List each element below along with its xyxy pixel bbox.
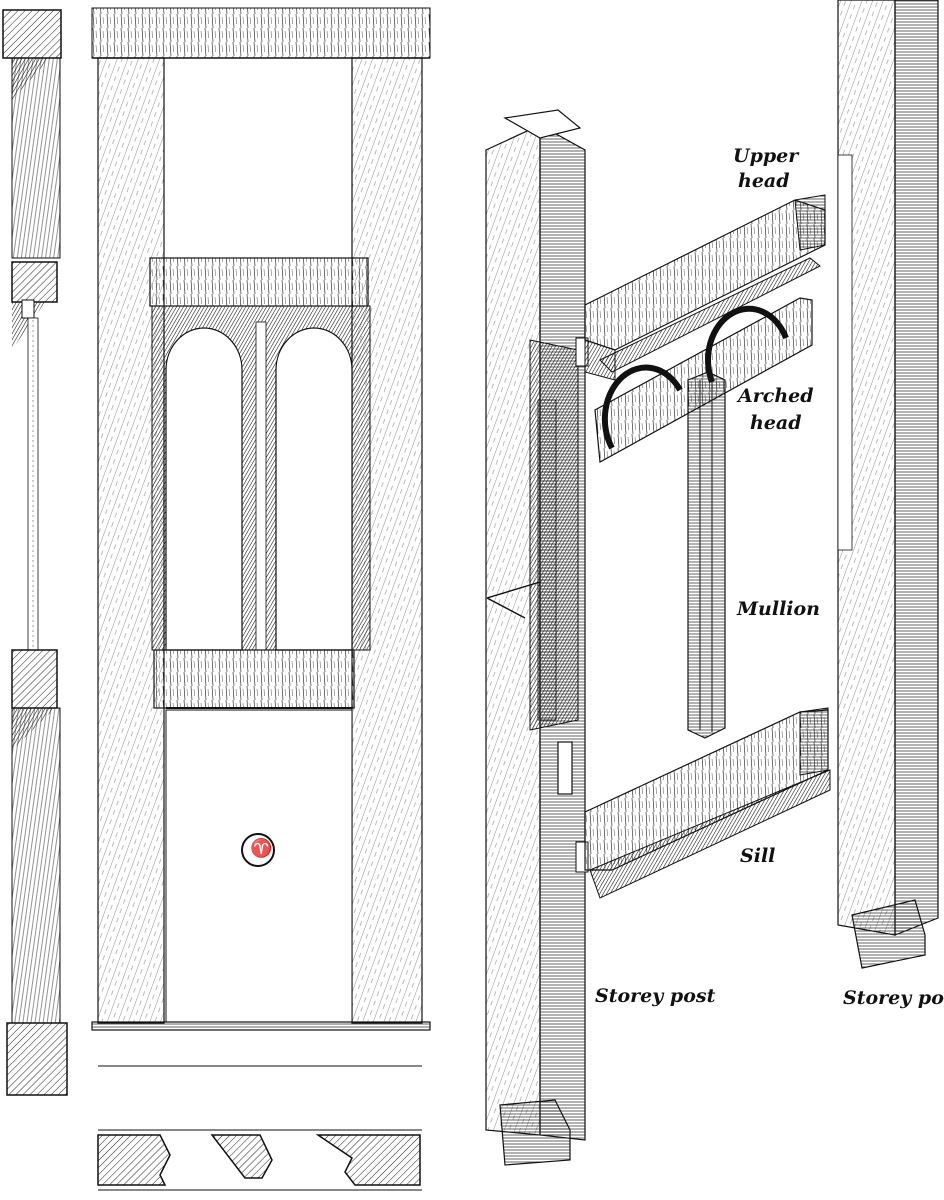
right-storey-post (837, 0, 939, 969)
storey-post-label-left: Storey post (595, 985, 716, 1007)
sill-label: Sill (740, 845, 776, 867)
sill-piece (584, 707, 831, 899)
upper-head-label-line1: Upper (733, 145, 799, 167)
arched-head-label-line1: Arched (738, 385, 814, 407)
arched-head-label-line2: head (750, 412, 802, 434)
vertical-section-strip (2, 9, 68, 1096)
storey-post-label-right: Storey post (843, 987, 944, 1009)
mullion-piece (687, 371, 726, 739)
left-storey-post (485, 109, 589, 1166)
upper-head-label-line2: head (738, 170, 790, 192)
front-elevation (91, 7, 431, 1067)
upper-head-piece (584, 194, 826, 381)
symbol-label: ♈ (250, 838, 273, 859)
mullion-label: Mullion (737, 598, 820, 620)
plan-section (97, 1129, 422, 1191)
